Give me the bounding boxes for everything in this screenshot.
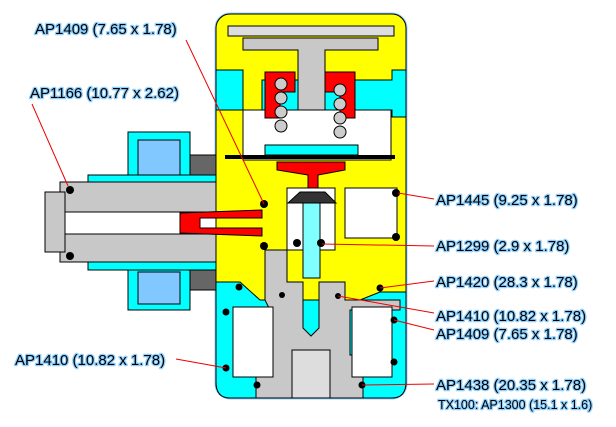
inlet-fitting [44,131,263,311]
label-ap1410-left: AP1410 (10.82 x 1.78) [15,352,165,369]
label-ap1299: AP1299 (2.9 x 1.78) [436,238,569,255]
label-tx100: TX100: AP1300 (15.1 x 1.6) [438,398,592,412]
diaphragm [225,155,395,159]
label-ap1409-right: AP1409 (7.65 x 1.78) [436,326,578,343]
valve-body [214,12,408,400]
label-ap1438: AP1438 (20.35 x 1.78) [436,377,586,394]
inlet-insert [179,209,263,237]
label-ap1166: AP1166 (10.77 x 2.62) [30,85,179,102]
label-ap1445: AP1445 (9.25 x 1.78) [436,192,578,209]
label-ap1410-right: AP1410 (10.82 x 1.78) [436,308,586,325]
spring-coils [274,77,347,139]
poppet-stem [302,202,321,279]
label-ap1420: AP1420 (28.3 x 1.78) [436,274,578,291]
label-ap1409-top: AP1409 (7.65 x 1.78) [35,21,177,38]
leader-lines [31,39,435,386]
